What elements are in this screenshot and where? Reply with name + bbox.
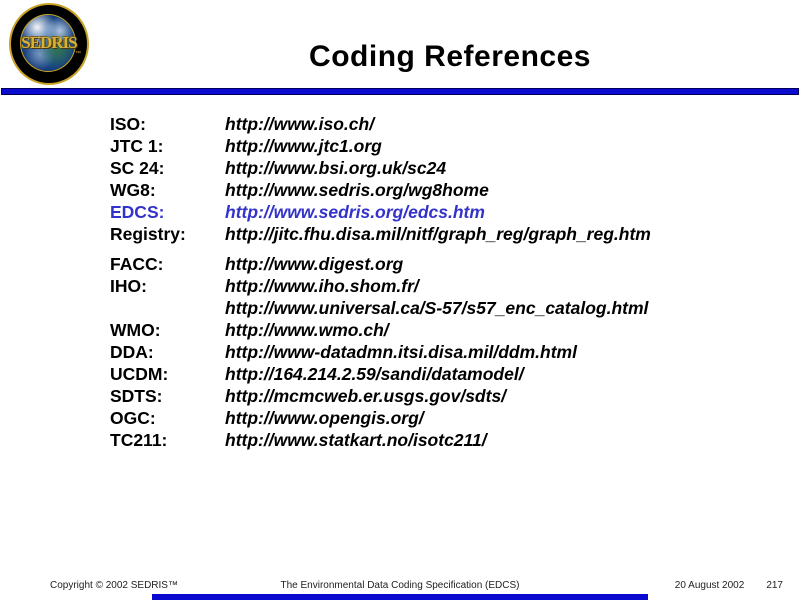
reference-row: TC211: http://www.statkart.no/isotc211/ (110, 429, 651, 451)
reference-list: ISO: http://www.iso.ch/ JTC 1: http://ww… (110, 113, 651, 451)
reference-url: http://www.iso.ch/ (225, 114, 375, 134)
footer-copyright: Copyright © 2002 SEDRIS™ (50, 580, 178, 591)
page-title: Coding References (309, 40, 591, 73)
footer-right: 20 August 2002 217 (675, 580, 783, 591)
reference-label: FACC: (110, 254, 164, 274)
logo-trademark: ™ (75, 51, 81, 57)
reference-url: http://www.wmo.ch/ (225, 320, 389, 340)
reference-url: http://www.statkart.no/isotc211/ (225, 430, 487, 450)
reference-url: http://www.digest.org (225, 254, 404, 274)
reference-label: IHO: (110, 276, 147, 296)
reference-row: OGC: http://www.opengis.org/ (110, 407, 651, 429)
earth-globe-icon (20, 14, 76, 72)
sedris-logo: SEDRIS ™ (9, 3, 89, 85)
footer-accent-bar (152, 594, 648, 600)
footer-page-number: 217 (766, 580, 783, 591)
reference-url-link[interactable]: http://www.sedris.org/edcs.htm (225, 202, 485, 222)
reference-row: UCDM: http://164.214.2.59/sandi/datamode… (110, 363, 651, 385)
reference-label: JTC 1: (110, 136, 164, 156)
reference-row: DDA: http://www-datadmn.itsi.disa.mil/dd… (110, 341, 651, 363)
reference-row: Registry: http://jitc.fhu.disa.mil/nitf/… (110, 223, 651, 245)
reference-url: http://164.214.2.59/sandi/datamodel/ (225, 364, 524, 384)
reference-label: DDA: (110, 342, 154, 362)
reference-label: OGC: (110, 408, 156, 428)
reference-url: http://www.universal.ca/S-57/s57_enc_cat… (225, 298, 649, 318)
reference-row: FACC: http://www.digest.org (110, 253, 651, 275)
reference-url: http://www.jtc1.org (225, 136, 382, 156)
reference-row: ISO: http://www.iso.ch/ (110, 113, 651, 135)
footer-document-title: The Environmental Data Coding Specificat… (280, 580, 520, 591)
reference-row: WMO: http://www.wmo.ch/ (110, 319, 651, 341)
reference-label: TC211: (110, 430, 168, 450)
reference-row: WG8: http://www.sedris.org/wg8home (110, 179, 651, 201)
reference-url: http://mcmcweb.er.usgs.gov/sdts/ (225, 386, 507, 406)
reference-url: http://www-datadmn.itsi.disa.mil/ddm.htm… (225, 342, 577, 362)
header-divider (1, 88, 799, 95)
reference-row: http://www.universal.ca/S-57/s57_enc_cat… (110, 297, 651, 319)
reference-label: SC 24: (110, 158, 165, 178)
reference-row: SDTS: http://mcmcweb.er.usgs.gov/sdts/ (110, 385, 651, 407)
reference-url: http://www.iho.shom.fr/ (225, 276, 419, 296)
reference-label: ISO: (110, 114, 146, 134)
reference-url: http://www.sedris.org/wg8home (225, 180, 489, 200)
reference-label: EDCS: (110, 202, 165, 222)
reference-label: WG8: (110, 180, 156, 200)
reference-row: IHO: http://www.iho.shom.fr/ (110, 275, 651, 297)
reference-url: http://jitc.fhu.disa.mil/nitf/graph_reg/… (225, 224, 651, 244)
reference-label: WMO: (110, 320, 161, 340)
reference-url: http://www.opengis.org/ (225, 408, 424, 428)
reference-label: Registry: (110, 224, 186, 244)
reference-row: EDCS: http://www.sedris.org/edcs.htm (110, 201, 651, 223)
reference-row: JTC 1: http://www.jtc1.org (110, 135, 651, 157)
reference-row: SC 24: http://www.bsi.org.uk/sc24 (110, 157, 651, 179)
footer-date: 20 August 2002 (674, 580, 745, 591)
reference-label: UCDM: (110, 364, 169, 384)
reference-label: SDTS: (110, 386, 163, 406)
reference-label (110, 297, 225, 319)
logo-text: SEDRIS (21, 33, 77, 52)
reference-url: http://www.bsi.org.uk/sc24 (225, 158, 447, 178)
